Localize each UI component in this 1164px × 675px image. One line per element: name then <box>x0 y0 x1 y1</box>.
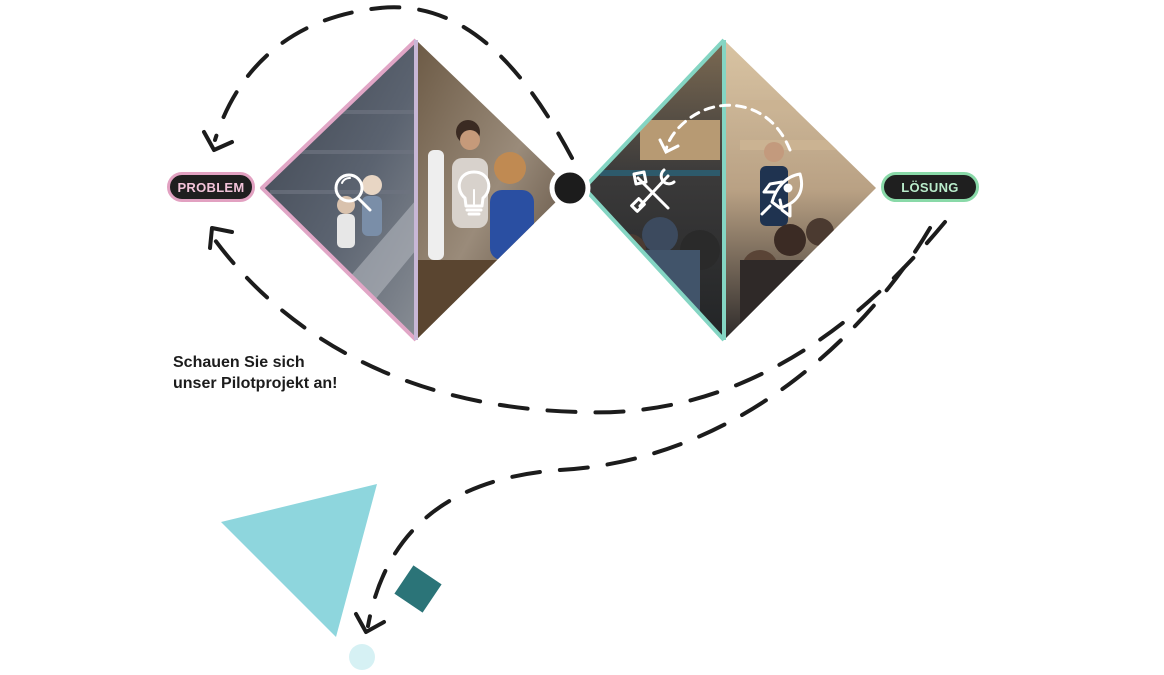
top-arc-path <box>213 5 574 160</box>
pink-edge <box>260 38 418 342</box>
mini-loop-arrowhead <box>658 138 680 155</box>
light-blue-dot-shape <box>349 644 375 670</box>
arrowhead-bottom <box>354 612 386 634</box>
arrowhead-bottom-left <box>208 226 234 250</box>
arrowheads <box>202 130 386 634</box>
mini-loop-arrow <box>664 103 792 152</box>
teal-triangle-shape <box>221 484 377 637</box>
solution-label[interactable]: LÖSUNG <box>881 172 979 202</box>
search-icon <box>334 173 372 212</box>
caption-line-2: unser Pilotprojekt an! <box>173 375 338 392</box>
rocket-icon <box>760 172 803 218</box>
left-diamond-photo <box>262 40 416 340</box>
bottom-loop-path <box>210 220 947 415</box>
descent-path <box>366 226 932 628</box>
pilot-project-caption: Schauen Sie sich unser Pilotprojekt an! <box>173 352 337 394</box>
dashed-paths <box>210 5 947 628</box>
center-node <box>549 167 591 209</box>
problem-label[interactable]: PROBLEM <box>167 172 255 202</box>
caption-line-1: Schauen Sie sich <box>173 354 305 371</box>
arrowhead-top-left <box>202 130 234 152</box>
tools-icon <box>630 168 676 213</box>
dark-teal-square-shape <box>394 565 442 613</box>
lightbulb-icon <box>457 170 491 216</box>
